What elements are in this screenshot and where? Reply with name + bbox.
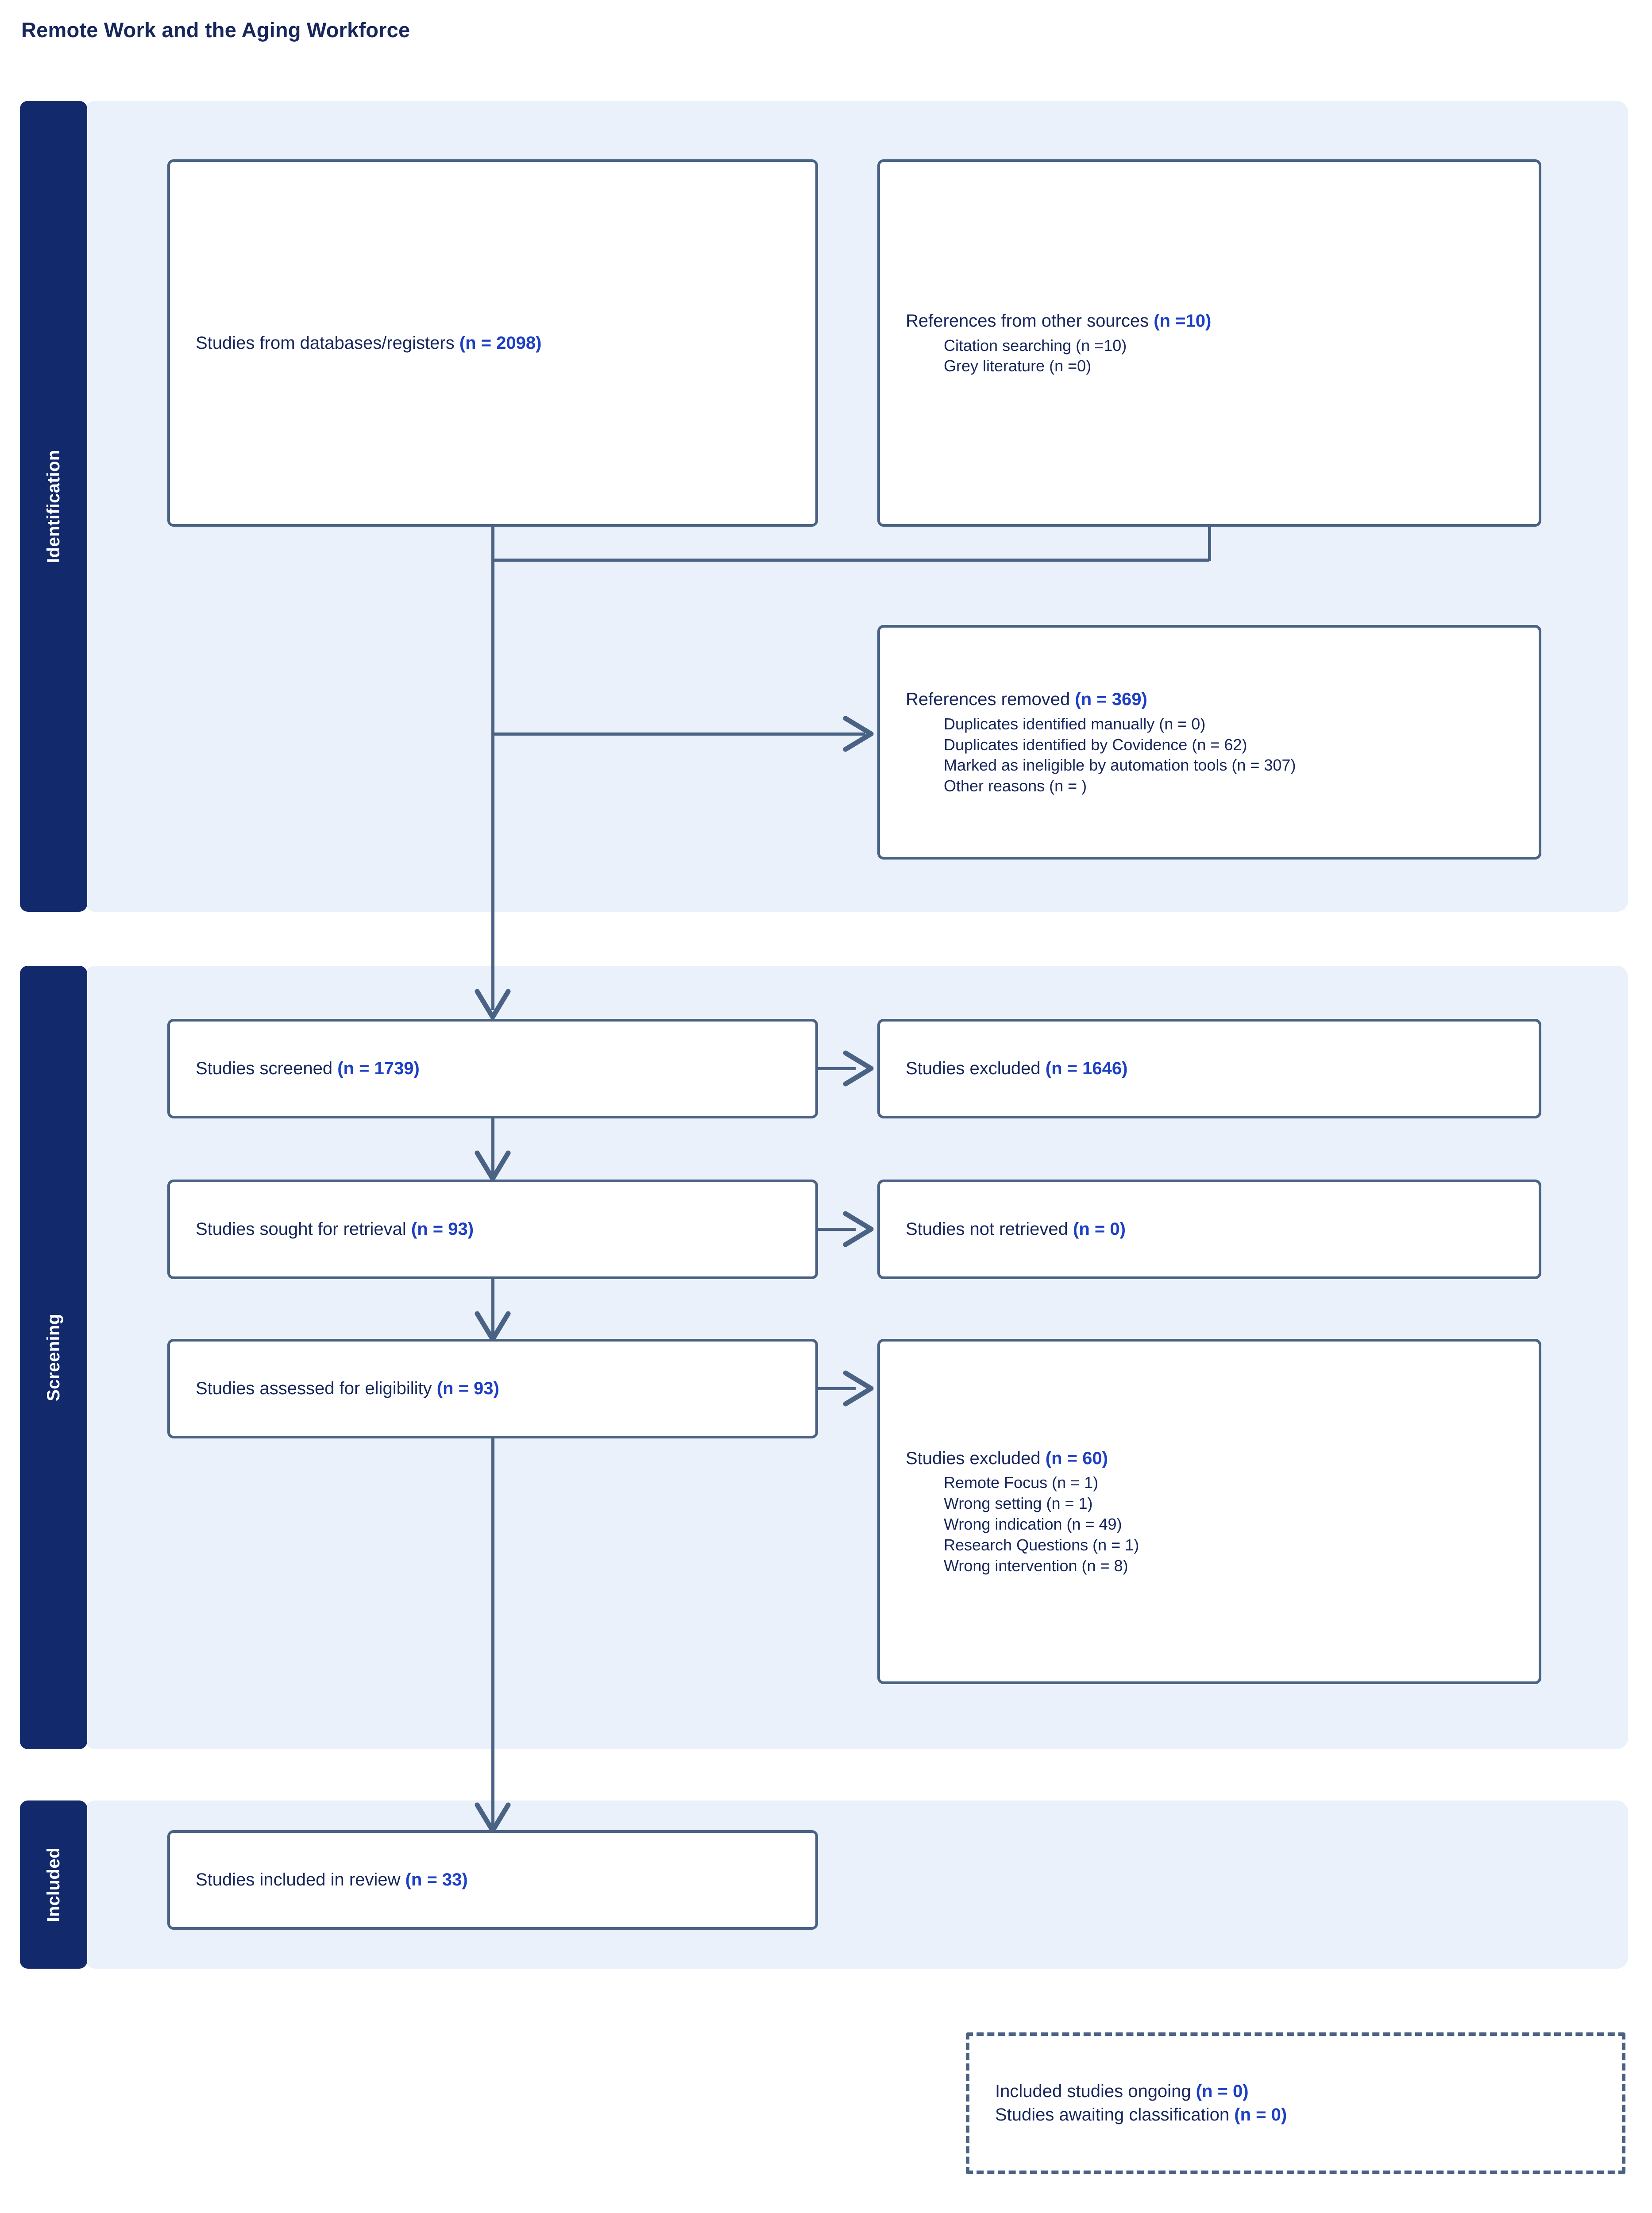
box-title: Studies from databases/registers (n = 20… (196, 333, 542, 353)
list-item: Remote Focus (n = 1) (944, 1473, 1099, 1492)
list-item: Wrong intervention (n = 8) (944, 1556, 1128, 1575)
box-title: References removed (n = 369) (906, 690, 1147, 709)
list-item: Citation searching (n =10) (944, 336, 1127, 355)
list-item: Wrong indication (n = 49) (944, 1515, 1122, 1533)
box-studies-excluded-screening[interactable]: Studies excluded (n = 1646) (877, 1019, 1541, 1118)
phase-bar-included: Included (20, 1800, 87, 1969)
page-title: Remote Work and the Aging Workforce (21, 18, 410, 42)
box-title: Studies not retrieved (n = 0) (906, 1219, 1126, 1239)
phase-label-included: Included (43, 1847, 63, 1922)
box-title: References from other sources (n =10) (906, 311, 1212, 331)
box-sublist: Remote Focus (n = 1) Wrong setting (n = … (906, 1473, 1513, 1576)
connector-sought-to-assessed (491, 1279, 494, 1336)
connector-spine-identification-to-screening (491, 559, 494, 1010)
box-ongoing-and-awaiting[interactable]: Included studies ongoing (n = 0) Studies… (966, 2032, 1625, 2174)
list-item: Research Questions (n = 1) (944, 1535, 1139, 1554)
list-item: Duplicates identified by Covidence (n = … (944, 735, 1247, 754)
box-studies-assessed-for-eligibility[interactable]: Studies assessed for eligibility (n = 93… (167, 1339, 818, 1438)
box-studies-screened[interactable]: Studies screened (n = 1739) (167, 1019, 818, 1118)
connector-screened-to-excluded (818, 1067, 856, 1070)
box-title: Studies sought for retrieval (n = 93) (196, 1219, 474, 1239)
box-studies-from-databases[interactable]: Studies from databases/registers (n = 20… (167, 159, 818, 527)
box-studies-not-retrieved[interactable]: Studies not retrieved (n = 0) (877, 1180, 1541, 1279)
phase-bar-identification: Identification (20, 101, 87, 912)
box-references-removed[interactable]: References removed (n = 369) Duplicates … (877, 625, 1541, 860)
list-item: Wrong setting (n = 1) (944, 1494, 1093, 1513)
box-studies-sought-for-retrieval[interactable]: Studies sought for retrieval (n = 93) (167, 1180, 818, 1279)
list-item: Grey literature (n =0) (944, 357, 1092, 375)
connector-to-refs-removed (491, 733, 865, 736)
box-sublist: Citation searching (n =10) Grey literatu… (906, 335, 1513, 377)
connector-bus-horizontal (491, 559, 1209, 562)
list-item: Other reasons (n = ) (944, 777, 1087, 795)
list-item: Duplicates identified manually (n = 0) (944, 714, 1206, 733)
connector-sought-to-not-retrieved (818, 1228, 856, 1231)
box-studies-excluded-eligibility[interactable]: Studies excluded (n = 60) Remote Focus (… (877, 1339, 1541, 1684)
box-references-other-sources[interactable]: References from other sources (n =10) Ci… (877, 159, 1541, 527)
connector-assessed-to-included (491, 1438, 494, 1828)
box-title: Studies included in review (n = 33) (196, 1870, 468, 1890)
phase-label-identification: Identification (43, 450, 63, 563)
connector-assessed-to-excluded (818, 1387, 856, 1390)
connector-other-sources-down (1208, 527, 1211, 561)
list-item: Marked as ineligible by automation tools… (944, 756, 1296, 775)
box-title: Studies excluded (n = 1646) (906, 1059, 1128, 1079)
ongoing-line: Included studies ongoing (n = 0) (995, 2082, 1249, 2101)
phase-label-screening: Screening (43, 1314, 63, 1401)
connector-screened-to-sought (491, 1118, 494, 1175)
box-studies-included-in-review[interactable]: Studies included in review (n = 33) (167, 1830, 818, 1930)
awaiting-line: Studies awaiting classification (n = 0) (995, 2105, 1287, 2124)
box-sublist: Duplicates identified manually (n = 0) D… (906, 714, 1513, 797)
phase-bar-screening: Screening (20, 966, 87, 1749)
box-title: Studies assessed for eligibility (n = 93… (196, 1379, 499, 1399)
box-title: Studies screened (n = 1739) (196, 1059, 420, 1079)
box-title: Studies excluded (n = 60) (906, 1448, 1108, 1468)
